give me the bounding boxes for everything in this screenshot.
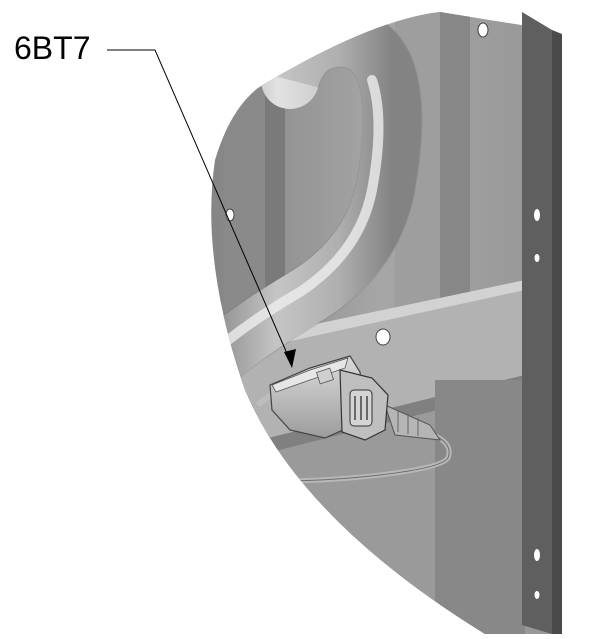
rail-hole <box>534 209 540 221</box>
sensor-top-face <box>271 357 349 393</box>
mounting-rail <box>522 12 562 634</box>
rail-hole <box>534 591 540 599</box>
cross-bar-edge <box>240 280 525 352</box>
sensor-cable-outline <box>279 429 450 482</box>
component-callout-label: 6BT7 <box>14 30 91 66</box>
sensor-clip <box>315 367 335 385</box>
rail-hole <box>534 254 540 262</box>
detail-view <box>211 12 560 634</box>
panel-hole <box>375 328 391 346</box>
coolant-pipe-highlight <box>217 75 384 350</box>
lower-post <box>435 380 525 634</box>
cable-boot-ribs <box>397 410 419 436</box>
rail-hole <box>534 549 540 561</box>
callout-leader <box>107 49 296 368</box>
leader-arrowhead <box>284 349 296 368</box>
panel-hole <box>477 22 489 38</box>
cable-boot <box>384 404 442 441</box>
